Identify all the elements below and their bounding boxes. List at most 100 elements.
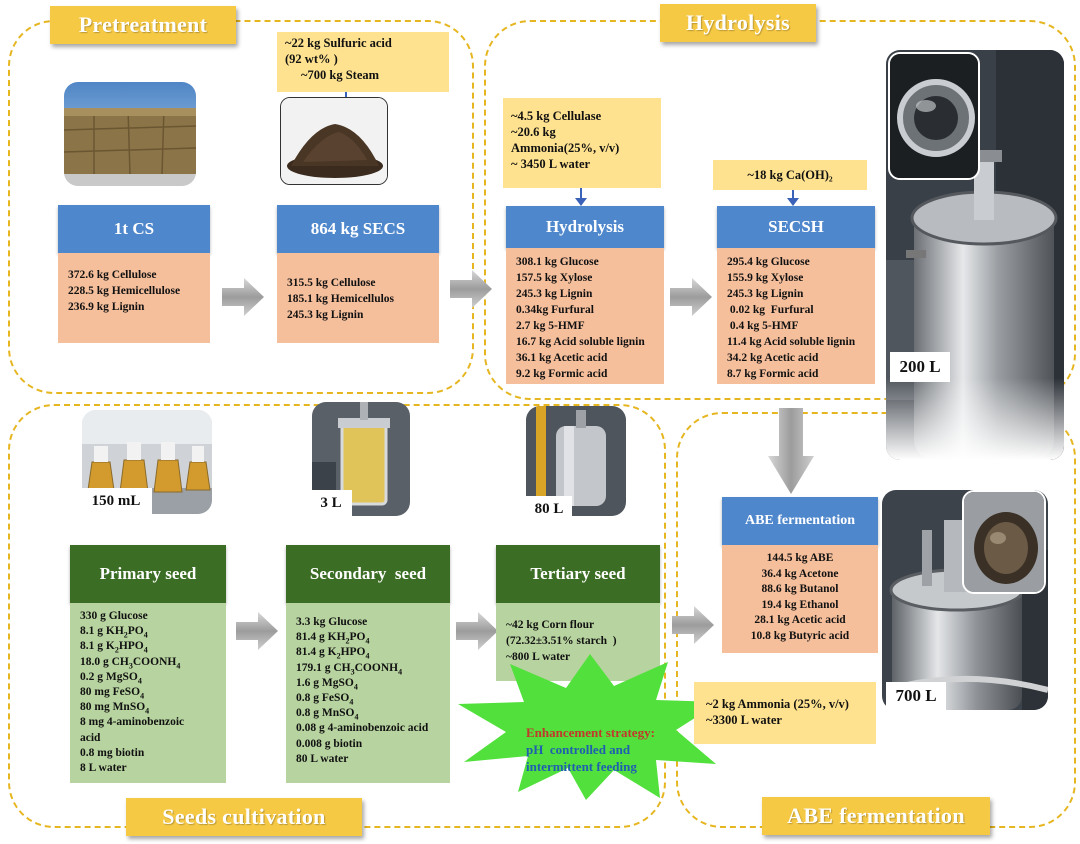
list-item: 330 g Glucose [80, 610, 148, 622]
enhancement-line: pH controlled and [526, 742, 631, 757]
enhancement-text: Enhancement strategy: pH controlled and … [526, 724, 706, 775]
note-line: ~ 3450 L water [511, 157, 591, 171]
sulfuric-acid-note: ~22 kg Sulfuric acid (92 wt% ) ~700 kg S… [277, 32, 449, 92]
flask-150ml-label: 150 mL [80, 488, 152, 514]
list-item: 1.6 g MgSO4 [296, 676, 358, 692]
ammonia-note: ~2 kg Ammonia (25%, v/v) ~3300 L water [694, 682, 876, 744]
hydrolysis-header: Hydrolysis [506, 206, 664, 248]
list-item: 2.7 kg 5-HMF [516, 320, 585, 332]
corn-stover-photo [64, 82, 196, 186]
section-tag-hydrolysis: Hydrolysis [660, 4, 816, 42]
list-item: 0.4 kg 5-HMF [727, 320, 799, 332]
right-arrow-icon [450, 270, 492, 308]
list-item: 245.3 kg Lignin [287, 309, 364, 321]
list-item: 81.4 g K2HPO4 [296, 646, 370, 661]
cs-header: 1t CS [58, 205, 210, 253]
enzyme-note: ~4.5 kg Cellulase ~20.6 kg Ammonia(25%, … [503, 98, 661, 188]
right-arrow-icon [236, 612, 278, 650]
note-line: ~2 kg Ammonia (25%, v/v) [706, 697, 849, 711]
section-tag-abe: ABE fermentation [762, 797, 990, 835]
section-tag-seeds: Seeds cultivation [126, 798, 362, 836]
tertiary-seed-header: Tertiary seed [496, 545, 660, 603]
list-item: (72.32±3.51% starch ) [506, 635, 617, 647]
reactor-200l-label: 200 L [890, 352, 950, 382]
lime-note: ~18 kg Ca(OH)₂ [713, 160, 867, 190]
list-item: 185.1 kg Hemicellulos [287, 293, 395, 305]
note-line: ~700 kg Steam [301, 68, 380, 82]
hydrolysis-composition: 308.1 kg Glucose 157.5 kg Xylose 245.3 k… [506, 248, 664, 384]
list-item: 16.7 kg Acid soluble lignin [516, 336, 645, 348]
list-item: 0.8 g FeSO4 [296, 692, 354, 707]
list-item: 8.7 kg Formic acid [727, 368, 819, 380]
list-item: 8.1 g KH2PO4 [80, 625, 148, 640]
note-line: ~20.6 kg [511, 125, 556, 139]
list-item: 0.34kg Furfural [516, 304, 594, 316]
fermenter-80l-label: 80 L [526, 496, 572, 522]
reactor-700l-inset-photo [962, 490, 1046, 594]
list-item: 19.4 kg Ethanol [761, 598, 839, 611]
list-item: 236.9 kg Lignin [68, 301, 145, 313]
primary-seed-header: Primary seed [70, 545, 226, 603]
reactor-700l-label: 700 L [886, 682, 946, 710]
list-item: 157.5 kg Xylose [516, 272, 593, 284]
enhancement-starburst-icon [458, 654, 720, 800]
note-line: ~22 kg Sulfuric acid [285, 36, 392, 50]
note-line: Ammonia(25%, v/v) [511, 141, 620, 155]
list-item: 372.6 kg Cellulose [68, 269, 157, 281]
list-item: 245.3 kg Lignin [727, 288, 804, 300]
right-arrow-icon [672, 606, 714, 644]
list-item: 88.6 kg Butanol [761, 583, 839, 595]
enhancement-heading: Enhancement strategy: [526, 725, 655, 740]
list-item: 11.4 kg Acid soluble lignin [727, 336, 856, 348]
list-item: 228.5 kg Hemicellulose [68, 285, 181, 297]
list-item: 0.8 g MnSO4 [296, 707, 359, 722]
list-item: 81.4 g KH2PO4 [296, 631, 370, 646]
section-tag-pretreatment: Pretreatment [50, 6, 236, 44]
list-item: 155.9 kg Xylose [727, 272, 804, 284]
list-item: 18.0 g CH3COONH4 [80, 655, 181, 670]
secondary-seed-medium: 3.3 kg Glucose 81.4 g KH2PO4 81.4 g K2HP… [286, 603, 450, 783]
list-item: 0.008 g biotin [296, 737, 363, 750]
list-item: 8 mg 4-aminobenzoic [80, 716, 185, 729]
right-arrow-icon [456, 612, 498, 650]
note-line: ~3300 L water [706, 713, 782, 727]
list-item: 3.3 kg Glucose [296, 616, 368, 628]
fermenter-3l-label: 3 L [310, 490, 352, 516]
list-item: 295.4 kg Glucose [727, 256, 810, 268]
primary-seed-medium: 330 g Glucose 8.1 g KH2PO4 8.1 g K2HPO4 … [70, 603, 226, 783]
fermenter-3l-photo [312, 402, 410, 516]
pretreatment-group [8, 20, 474, 394]
list-item: 245.3 kg Lignin [516, 288, 593, 300]
list-item: 80 mg FeSO4 [80, 686, 145, 701]
right-arrow-icon [222, 278, 264, 316]
secsh-composition: 295.4 kg Glucose 155.9 kg Xylose 245.3 k… [717, 248, 875, 384]
list-item: 28.1 kg Acetic acid [754, 614, 846, 626]
secs-header: 864 kg SECS [277, 205, 439, 253]
tertiary-seed-medium: ~42 kg Corn flour (72.32±3.51% starch ) … [496, 603, 660, 681]
list-item: 0.02 kg Furfural [727, 304, 814, 316]
list-item: 8 L water [80, 762, 127, 775]
list-item: 36.1 kg Acetic acid [516, 352, 608, 364]
list-item: 308.1 kg Glucose [516, 256, 599, 268]
list-item: acid [80, 731, 101, 744]
list-item: 80 mg MnSO4 [80, 701, 150, 716]
list-item: 0.08 g 4-aminobenzoic acid [296, 722, 429, 735]
reactor-200l-inset-photo [888, 52, 980, 180]
list-item: 144.5 kg ABE [766, 552, 834, 564]
list-item: 0.8 mg biotin [80, 746, 145, 759]
abe-header: ABE fermentation [722, 497, 878, 545]
list-item: 34.2 kg Acetic acid [727, 352, 819, 364]
down-arrow-icon [787, 190, 799, 206]
list-item: 36.4 kg Acetone [761, 567, 839, 580]
cs-composition: 372.6 kg Cellulose 228.5 kg Hemicellulos… [58, 253, 210, 343]
right-arrow-icon [670, 278, 712, 316]
list-item: 315.5 kg Cellulose [287, 277, 376, 289]
abe-products: 144.5 kg ABE 36.4 kg Acetone 88.6 kg But… [722, 545, 878, 653]
list-item: 179.1 g CH3COONH4 [296, 661, 403, 676]
pretreated-stover-photo [280, 97, 388, 185]
sulfuric-acid-note-lines: ~22 kg Sulfuric acid (92 wt% ) ~700 kg S… [285, 35, 441, 83]
secsh-header: SECSH [717, 206, 875, 248]
list-item: 9.2 kg Formic acid [516, 368, 608, 380]
list-item: 10.8 kg Butyric acid [750, 629, 850, 642]
secondary-seed-header: Secondary seed [286, 545, 450, 603]
